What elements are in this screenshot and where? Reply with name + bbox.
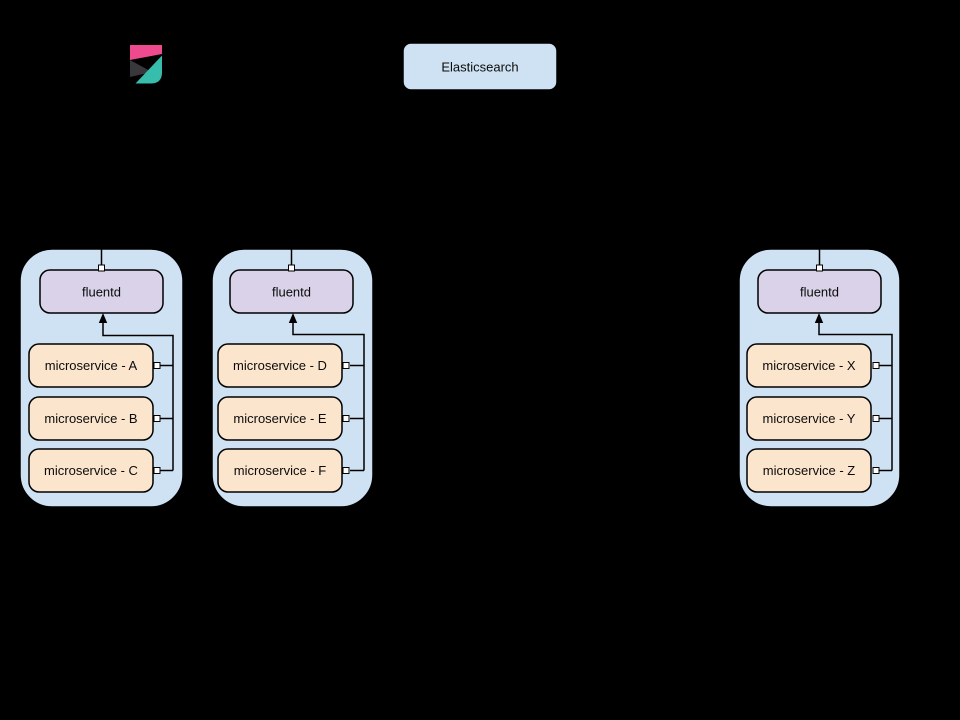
connector-endpoint-square	[342, 362, 350, 369]
node-elasticsearch: Elasticsearch	[402, 42, 558, 91]
connector-endpoint-square	[153, 362, 161, 369]
microservice-label: microservice - B	[44, 411, 137, 426]
microservice-box	[217, 396, 343, 441]
arrow-up-icon	[98, 313, 108, 323]
microservice-box	[217, 343, 343, 388]
connector-endpoint-square	[342, 415, 350, 422]
arrow-up-icon	[814, 313, 824, 323]
microservice-box	[28, 343, 154, 388]
microservice-box	[217, 448, 343, 493]
connector-endpoint-square	[288, 264, 295, 272]
fluentd-label: fluentd	[800, 285, 839, 300]
connector-endpoint-square	[153, 415, 161, 422]
microservice-label: microservice - C	[44, 463, 138, 478]
microservice-label: microservice - F	[234, 463, 327, 478]
services-to-fluentd-line	[818, 322, 893, 472]
connector-endpoint-square	[98, 264, 105, 272]
connector-endpoint-square	[872, 415, 880, 422]
microservice-label: microservice - X	[762, 358, 856, 373]
kibana-logo-teal-shape	[135, 55, 162, 84]
connector-endpoint-square	[872, 362, 880, 369]
services-to-fluentd-line	[292, 322, 365, 472]
microservice-label: microservice - D	[233, 358, 327, 373]
kibana-logo-pink-shape	[130, 45, 162, 60]
connector-endpoint-square	[153, 467, 161, 474]
microservice-label: microservice - Y	[763, 411, 856, 426]
cluster-1: fluentd microservice - A microservice - …	[19, 89, 184, 508]
elasticsearch-box	[402, 42, 558, 91]
connector-endpoint-square	[342, 467, 350, 474]
microservice-box	[28, 448, 154, 493]
cluster-2: fluentd microservice - D microservice - …	[211, 89, 374, 508]
fluentd-label: fluentd	[82, 285, 121, 300]
services-to-fluentd-line	[102, 322, 174, 472]
connector-endpoint-square	[872, 467, 880, 474]
microservice-box	[746, 448, 872, 493]
microservice-box	[746, 396, 872, 441]
microservice-label: microservice - A	[45, 358, 138, 373]
cluster-3: fluentd microservice - X microservice - …	[738, 89, 901, 508]
connector-endpoint-square	[816, 264, 823, 272]
microservice-label: microservice - Z	[763, 463, 856, 478]
kibana-logo	[130, 45, 162, 84]
elasticsearch-label: Elasticsearch	[441, 60, 518, 75]
fluentd-label: fluentd	[272, 285, 311, 300]
arrow-up-icon	[288, 313, 298, 323]
microservice-box	[28, 396, 154, 441]
microservice-box	[746, 343, 872, 388]
microservice-label: microservice - E	[233, 411, 327, 426]
